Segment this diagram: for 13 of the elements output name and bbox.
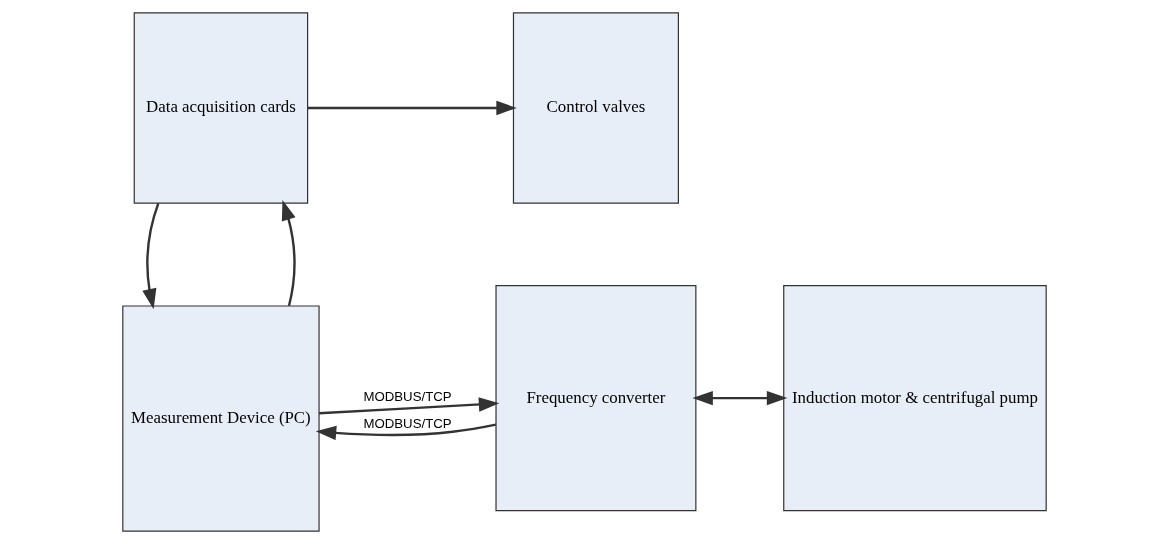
node-box: Control valves [512, 12, 679, 204]
arrow [319, 397, 500, 415]
arrow [281, 199, 296, 306]
arrow [307, 100, 517, 116]
edge-label: MODBUS/TCP [363, 415, 452, 431]
node-box: Induction motor & centrifugal pump [783, 284, 1047, 512]
node-box: Data acquisition cards [133, 12, 309, 204]
node-box: Frequency converter [495, 284, 697, 512]
arrow [692, 390, 788, 406]
arrow [142, 203, 160, 310]
node-box: Measurement Device (PC) [122, 305, 320, 532]
edge-label: MODBUS/TCP [363, 389, 452, 405]
arrow [315, 423, 497, 441]
